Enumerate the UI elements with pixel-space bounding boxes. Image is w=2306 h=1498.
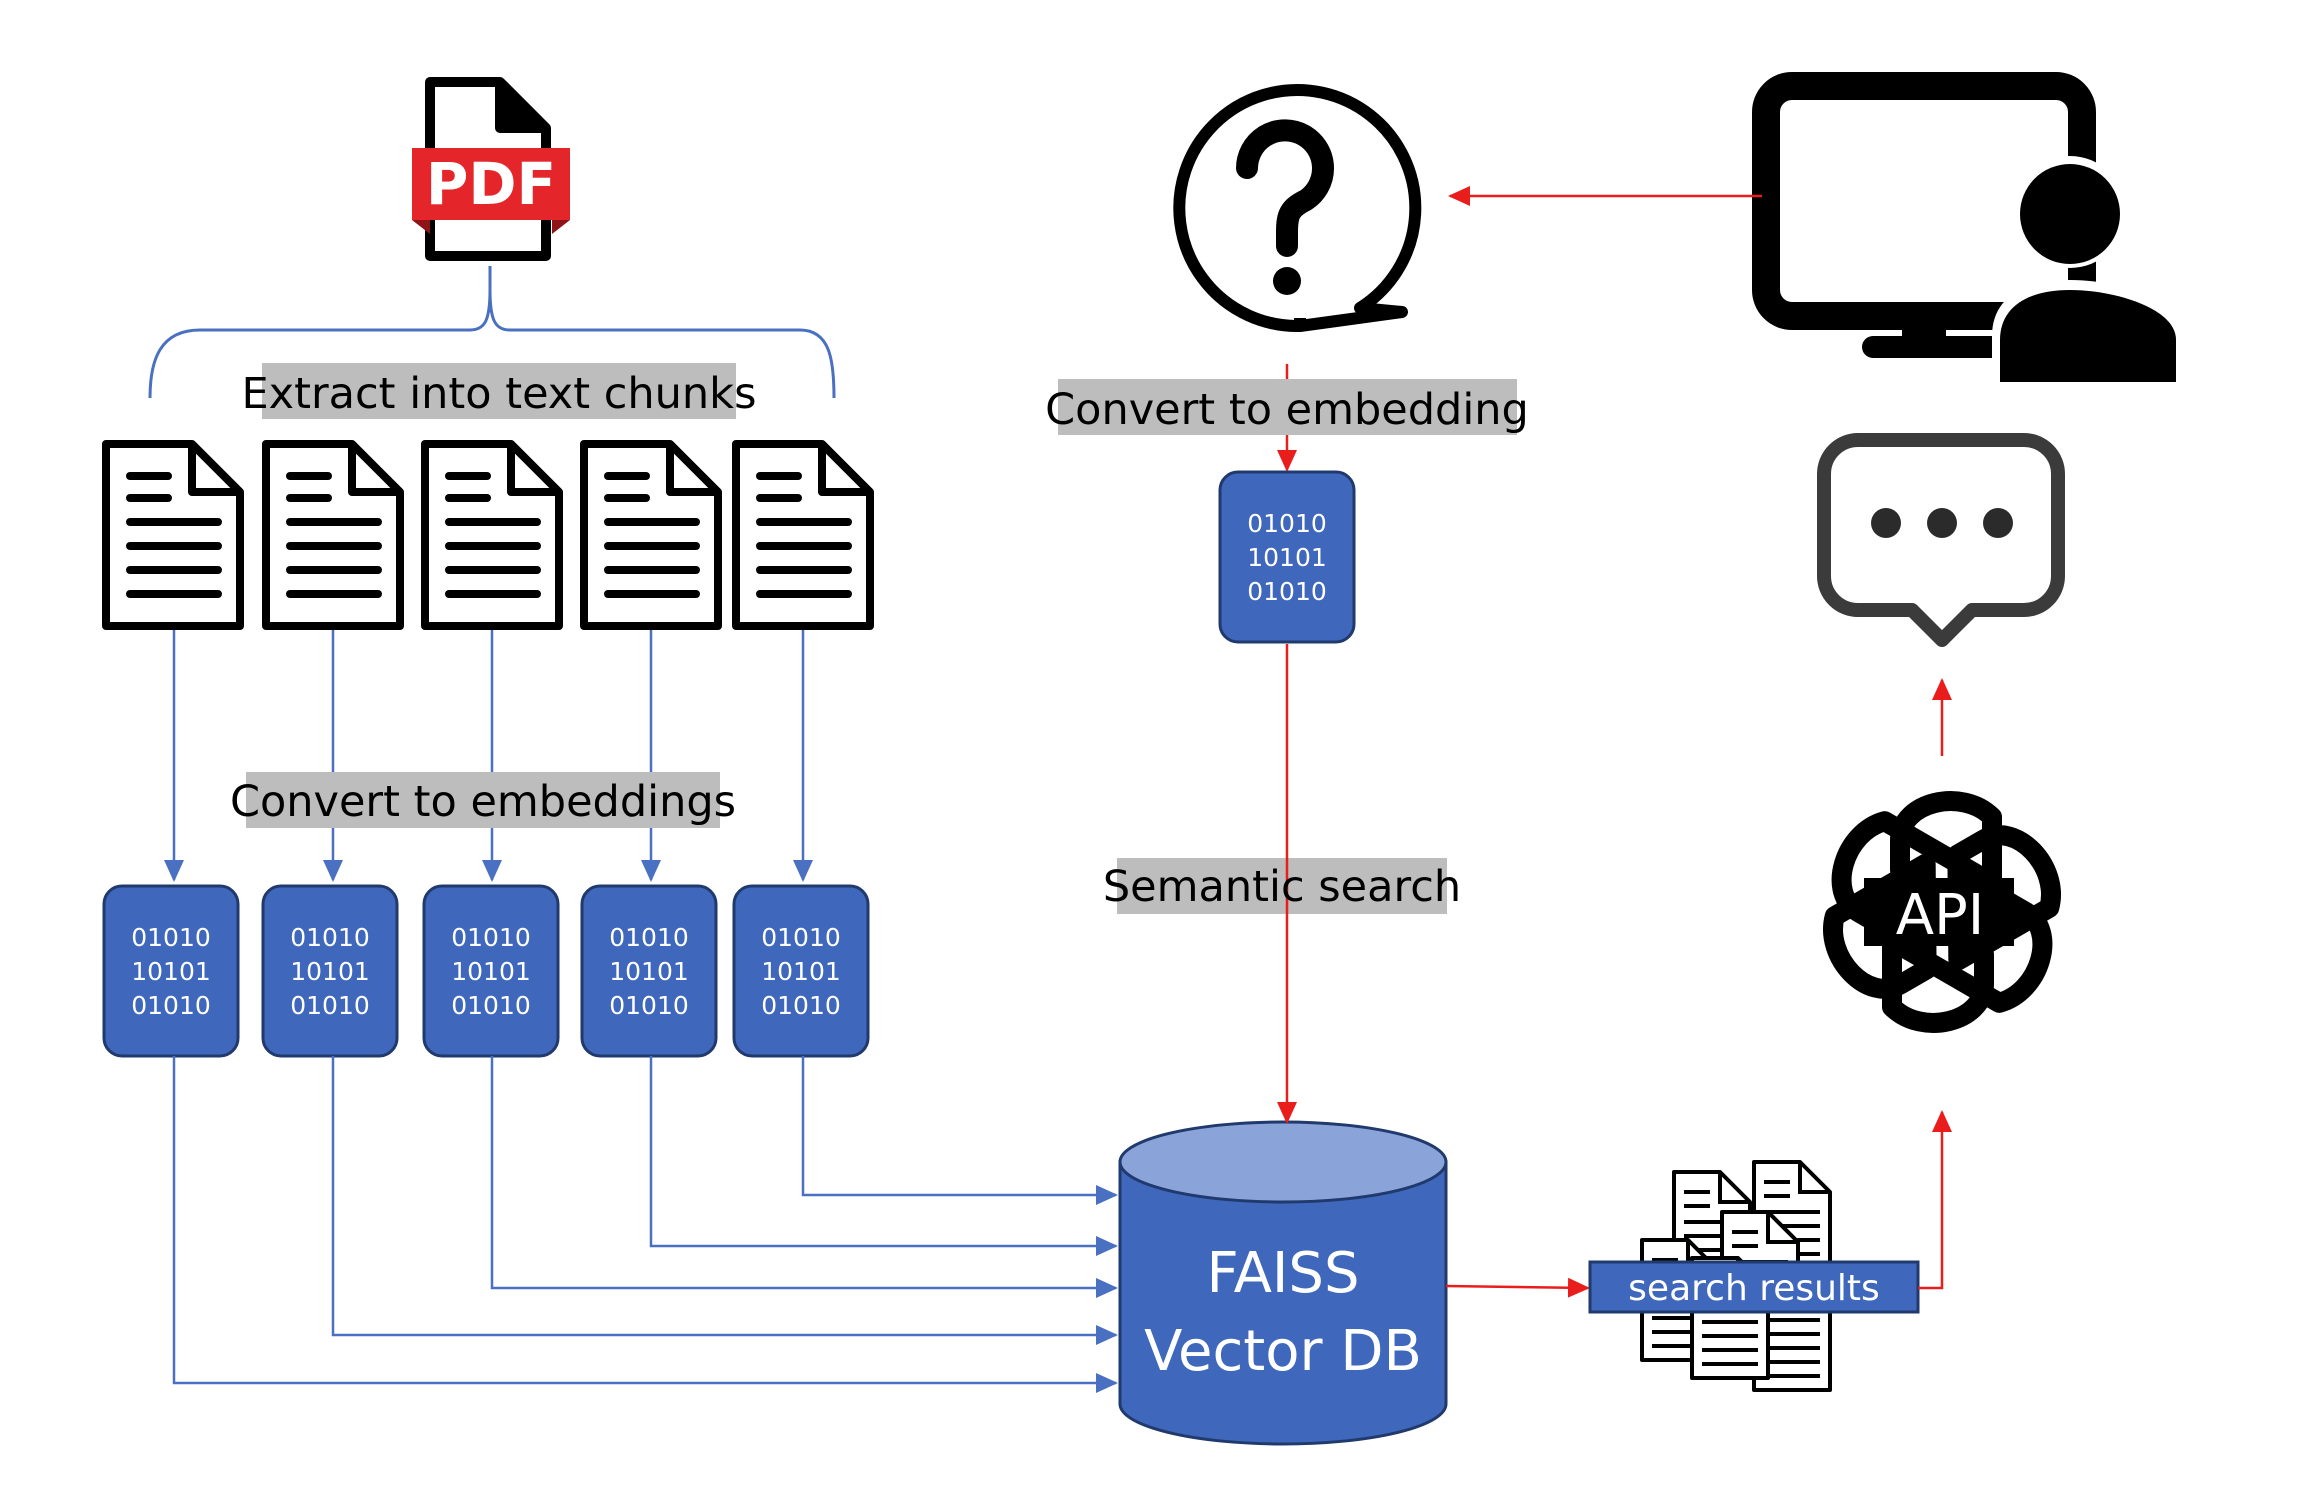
convert-chunks-label: Convert to embeddings <box>230 777 736 827</box>
embedding-block: 01010 10101 01010 <box>261 884 399 1058</box>
chunk-to-embedding-arrows <box>164 630 813 882</box>
results-to-api-arrow <box>1918 1110 1952 1290</box>
svg-text:10101: 10101 <box>761 957 841 986</box>
svg-text:01010: 01010 <box>609 991 689 1020</box>
embedding-to-db-arrows <box>172 1056 1118 1393</box>
search-results-icon: search results <box>1588 1160 1920 1392</box>
convert-query-label: Convert to embedding <box>1045 385 1529 435</box>
extract-label: Extract into text chunks <box>242 369 757 419</box>
document-icon <box>106 444 240 626</box>
svg-text:10101: 10101 <box>1247 543 1327 572</box>
query-embedding-block: 01010 10101 01010 <box>1218 470 1356 644</box>
api-label: API <box>1896 883 1985 948</box>
svg-text:01010: 01010 <box>290 923 370 952</box>
svg-text:10101: 10101 <box>451 957 531 986</box>
pdf-badge-text: PDF <box>426 150 556 218</box>
svg-text:10101: 10101 <box>290 957 370 986</box>
computer-user-icon <box>1752 72 2180 386</box>
svg-text:01010: 01010 <box>609 923 689 952</box>
document-icon <box>425 444 559 626</box>
svg-text:01010: 01010 <box>131 991 211 1020</box>
db-to-results-arrow <box>1445 1277 1590 1298</box>
svg-text:10101: 10101 <box>609 957 689 986</box>
pdf-icon: PDF <box>412 77 570 261</box>
convert-query-label-bg <box>1058 379 1517 435</box>
document-icon <box>584 444 718 626</box>
svg-text:01010: 01010 <box>131 923 211 952</box>
document-icon <box>266 444 400 626</box>
svg-text:01010: 01010 <box>761 991 841 1020</box>
svg-text:01010: 01010 <box>1247 509 1327 538</box>
embedding-block: 01010 10101 01010 <box>580 884 718 1058</box>
database-label-line1: FAISS <box>1207 1241 1360 1306</box>
document-icon <box>736 444 870 626</box>
extract-brace <box>148 266 836 399</box>
semantic-search-label: Semantic search <box>1103 862 1461 912</box>
semantic-search-label-bg <box>1117 858 1447 914</box>
convert-chunks-label-bg <box>246 772 720 828</box>
database-label-line2: Vector DB <box>1144 1319 1422 1384</box>
svg-text:10101: 10101 <box>131 957 211 986</box>
svg-text:01010: 01010 <box>290 991 370 1020</box>
svg-text:01010: 01010 <box>1247 577 1327 606</box>
svg-text:01010: 01010 <box>761 923 841 952</box>
question-bubble-icon <box>1173 84 1422 333</box>
search-results-label: search results <box>1628 1268 1880 1309</box>
database-icon: FAISS Vector DB <box>1118 1120 1448 1446</box>
chat-ellipsis-icon <box>1817 433 2065 647</box>
svg-text:01010: 01010 <box>451 923 531 952</box>
svg-text:01010: 01010 <box>451 991 531 1020</box>
extract-label-bg <box>262 363 736 419</box>
embedding-block: 01010 10101 01010 <box>732 884 870 1058</box>
openai-api-icon: API <box>1823 791 2061 1033</box>
embedding-block: 01010 10101 01010 <box>102 884 240 1058</box>
embedding-block: 01010 10101 01010 <box>422 884 560 1058</box>
